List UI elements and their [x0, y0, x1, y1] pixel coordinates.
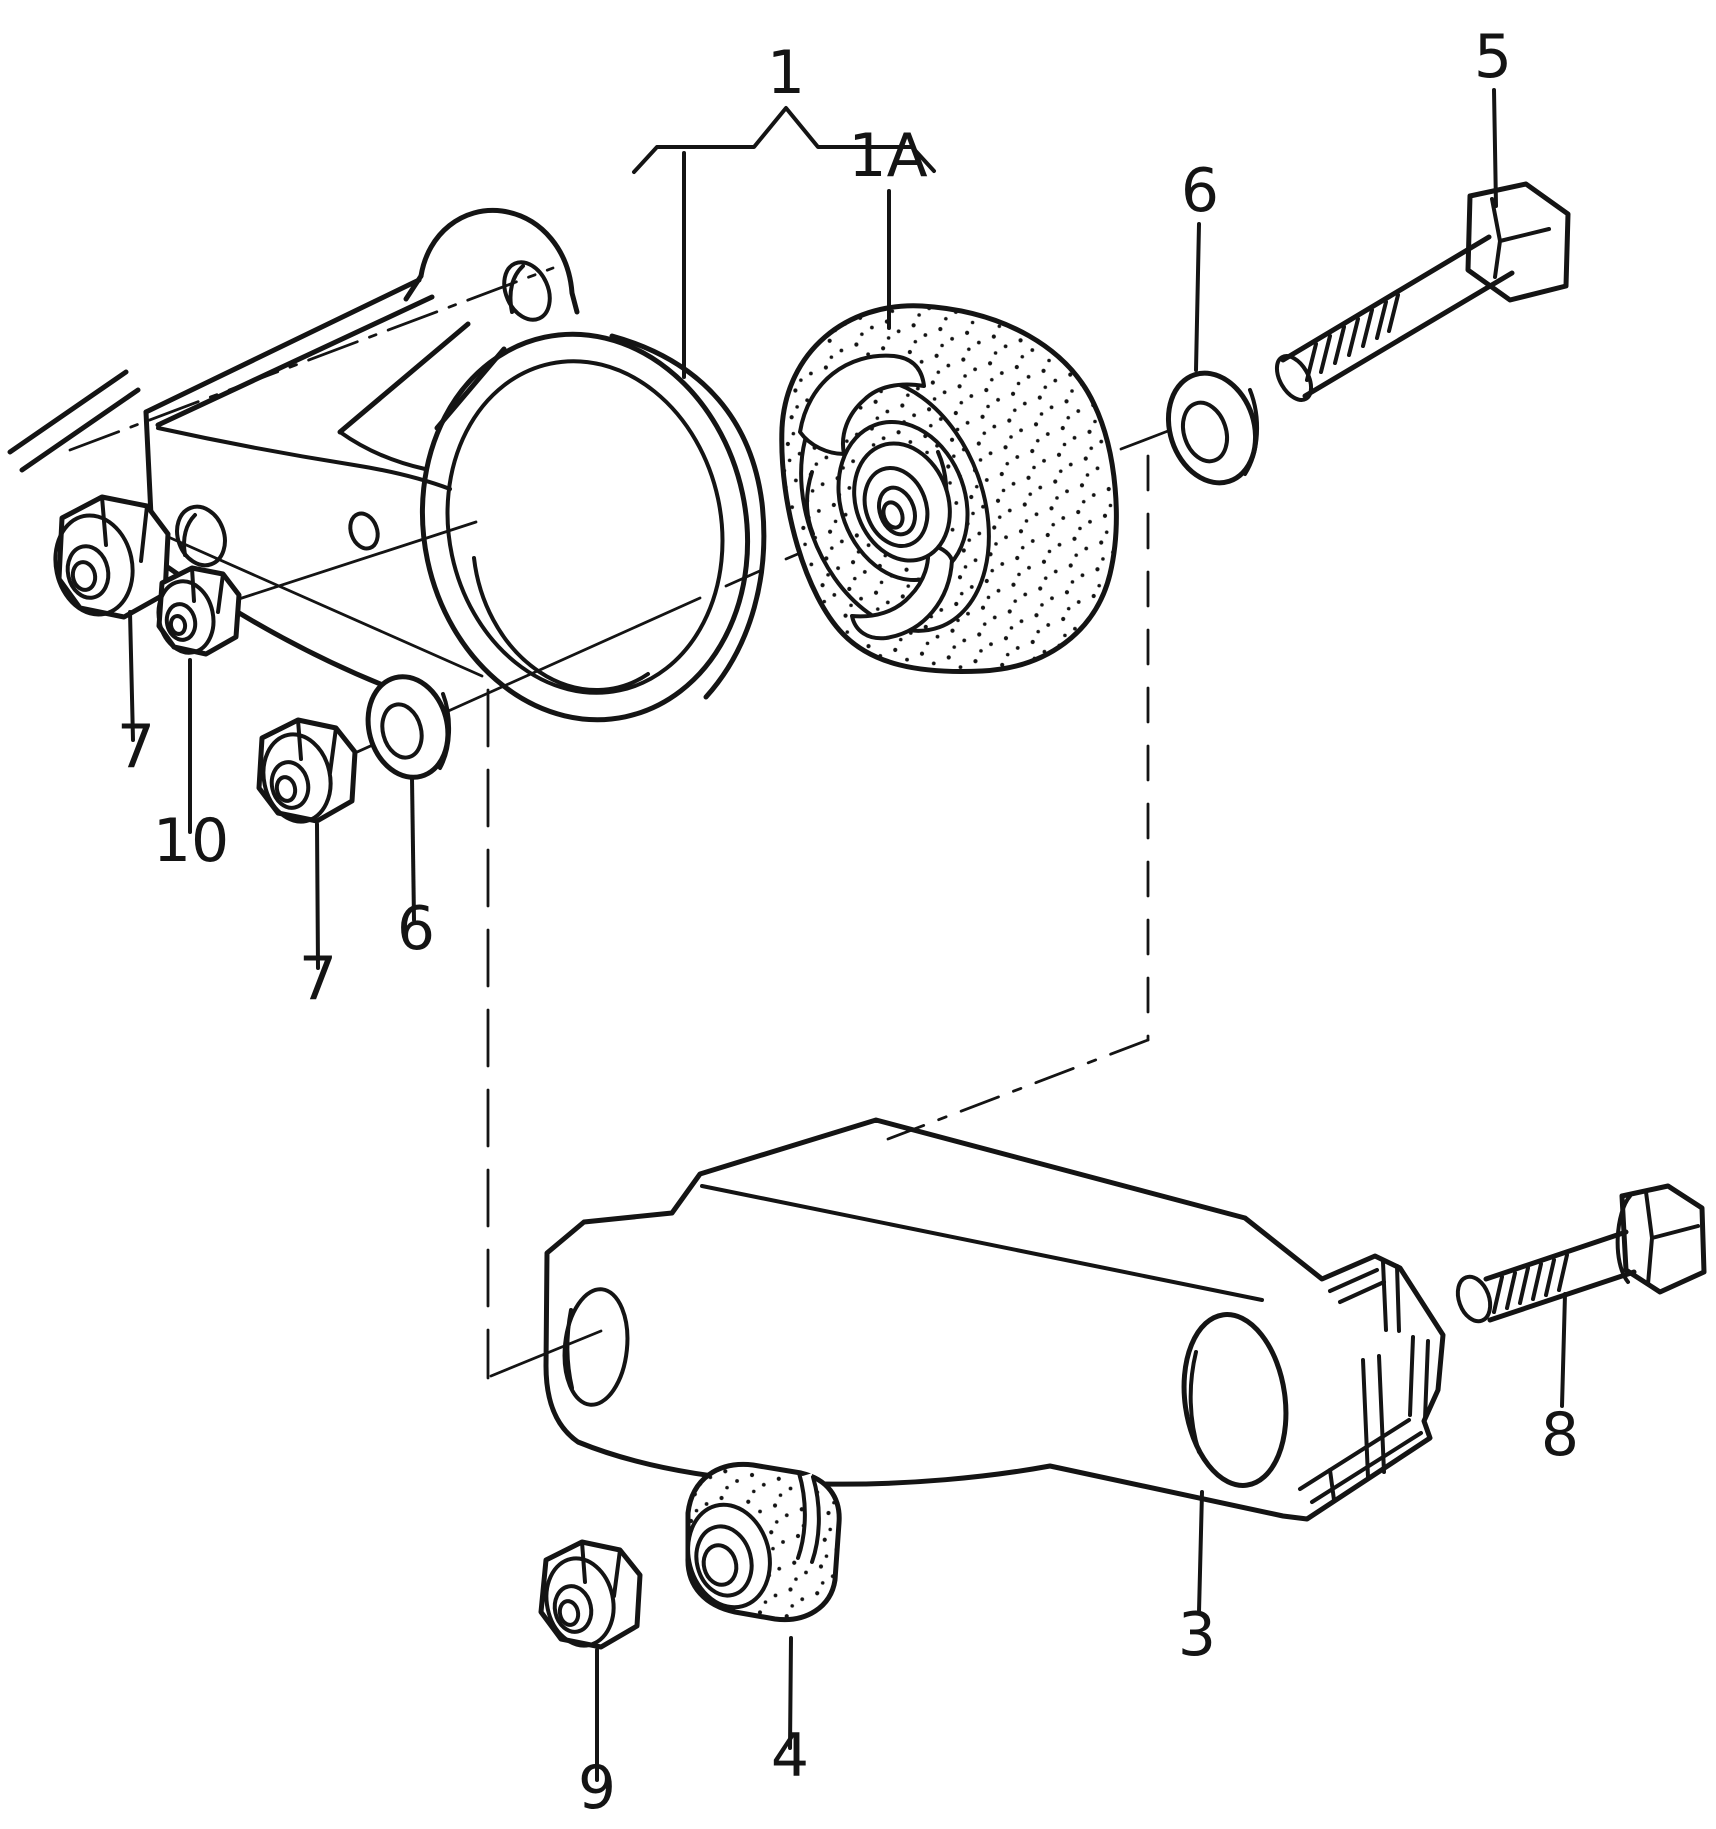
hex-bolt-5 — [1274, 181, 1571, 402]
callout-4[interactable]: 4 — [771, 1721, 809, 1791]
bolt-8-head — [1619, 1183, 1707, 1295]
bracket-cut-edge — [7, 369, 141, 473]
callout-leaders — [128, 88, 1567, 1782]
leader-5 — [1492, 88, 1498, 208]
leader-7-lower — [315, 822, 320, 970]
bonded-rubber-mount-1A — [779, 303, 1119, 674]
hex-bolt-8 — [1455, 1183, 1707, 1324]
arm-clamp-slot — [1361, 1354, 1386, 1479]
bracket-ear — [418, 207, 580, 315]
callout-10[interactable]: 10 — [153, 806, 229, 876]
hex-nut-7-lower — [256, 717, 358, 824]
bushing-groove — [796, 1471, 821, 1564]
arm-bolt-hole — [562, 1287, 630, 1407]
mount-ring-housing-rim — [445, 359, 725, 695]
arm-mount-bore — [1181, 1312, 1289, 1488]
bracket-stud-hole-left — [175, 504, 227, 568]
ear-bolt-hole — [502, 260, 552, 322]
callout-6-left[interactable]: 6 — [397, 894, 435, 964]
hex-nut-7-upper — [53, 494, 171, 620]
ring-bore-arc — [472, 556, 650, 693]
callouts: 1 1A 5 6 7 10 7 6 3 9 4 8 — [117, 22, 1579, 1823]
lock-nut-10 — [156, 565, 242, 657]
washer-6-left — [365, 674, 452, 780]
grouping-brace — [632, 106, 936, 379]
callout-9[interactable]: 9 — [578, 1753, 616, 1823]
bolt-5-shaft — [1280, 234, 1515, 399]
callout-6-upper[interactable]: 6 — [1181, 156, 1219, 226]
leader-7-upper — [128, 610, 135, 742]
mount-ring-housing-outer — [419, 331, 751, 723]
support-arm-3 — [543, 1117, 1446, 1522]
callout-5[interactable]: 5 — [1474, 22, 1512, 92]
leader-4 — [788, 1636, 793, 1750]
bracket-upper-edge — [143, 277, 435, 428]
arm-ridge — [700, 1184, 1264, 1302]
hex-nut-9 — [538, 1539, 643, 1650]
callout-1[interactable]: 1 — [767, 38, 805, 108]
callout-3[interactable]: 3 — [1178, 1600, 1216, 1670]
callout-7-lower[interactable]: 7 — [299, 944, 337, 1014]
rubber-bushing-4 — [685, 1461, 842, 1623]
leader-8 — [1560, 1292, 1567, 1408]
rubber-mount-body — [779, 303, 1119, 674]
bolt-5-threads — [1305, 293, 1400, 382]
callout-8[interactable]: 8 — [1541, 1400, 1579, 1470]
bolt-8-threads — [1492, 1253, 1569, 1314]
bolt-8-shaft — [1483, 1229, 1637, 1323]
callout-1A[interactable]: 1A — [848, 121, 927, 191]
washer-6-upper — [1165, 370, 1260, 486]
callout-7-upper[interactable]: 7 — [117, 712, 155, 782]
engine-mount-support-bracket — [7, 207, 767, 723]
leader-3 — [1197, 1490, 1204, 1614]
mount-void-upper — [798, 353, 926, 456]
bracket-stud-hole-right — [348, 511, 380, 551]
arm-outline — [543, 1117, 1446, 1522]
leader-6-left — [410, 776, 416, 922]
leader-6-upper — [1194, 222, 1201, 372]
